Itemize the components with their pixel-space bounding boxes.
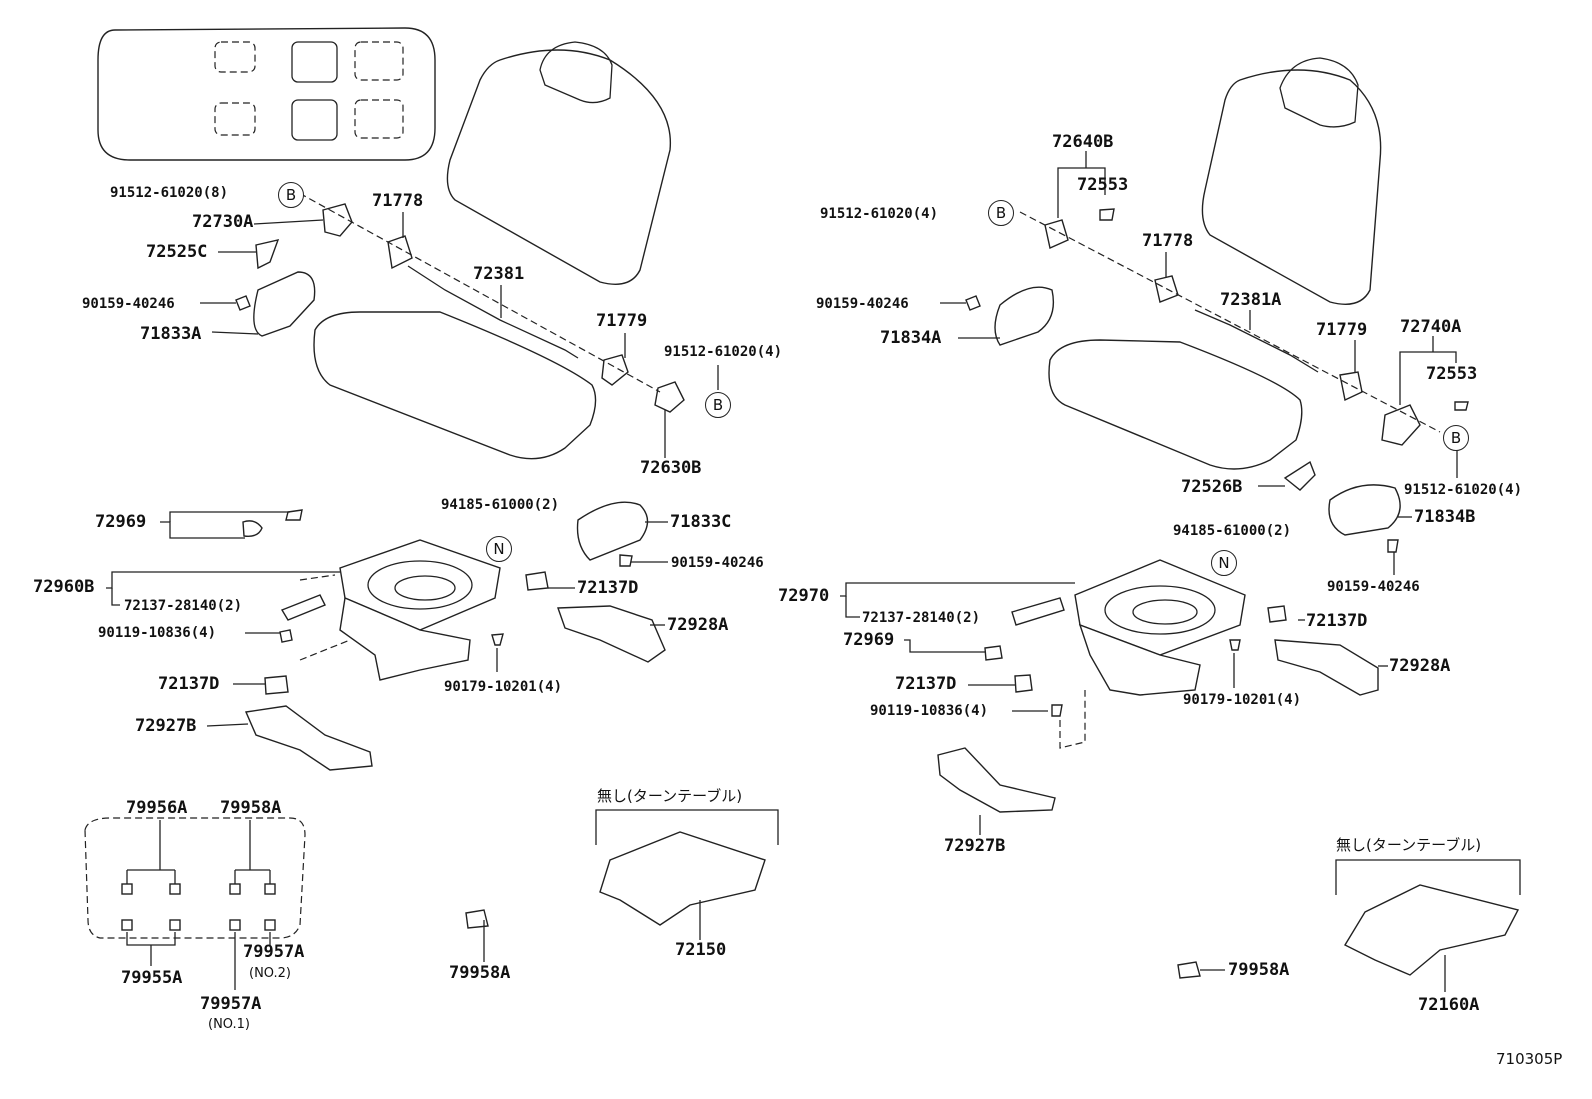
callout-code: N [493,540,505,558]
part-label: 72970 [778,586,830,606]
part-label: 90159-40246 [1327,579,1420,595]
part-label: 91512-61020(4) [664,344,783,360]
part-label: 90179-10201(4) [444,679,563,695]
part-label: 79956A [126,798,188,818]
part-label: 71779 [1316,320,1368,340]
part-label: 71834A [880,328,942,348]
vehicle-overview [97,27,436,161]
part-label: 90179-10201(4) [1183,692,1302,708]
part-label: 71833A [140,324,202,344]
part-label: 91512-61020(8) [110,185,229,201]
part-label: 72927B [944,836,1006,856]
part-label: 71833C [670,512,732,532]
part-label: 72553 [1077,175,1129,195]
right-seatback [1201,57,1382,305]
part-label: 79958A [1228,960,1290,980]
part-label: 90159-40246 [82,296,175,312]
part-label: 72526B [1181,477,1243,497]
part-label: 90159-40246 [671,555,764,571]
part-label: 79958A [449,963,511,983]
part-label: 79958A [220,798,282,818]
part-label: 72630B [640,458,702,478]
callout-n-marker: N [1211,550,1237,576]
right-turntable-box [1177,859,1521,979]
leader-lines [106,151,1458,992]
part-label: 90119-10836(4) [870,703,989,719]
part-label: 72137-28140(2) [862,610,981,626]
part-label: 94185-61000(2) [1173,523,1292,539]
part-label: 72553 [1426,364,1478,384]
part-label: 71779 [596,311,648,331]
part-label: 72640B [1052,132,1114,152]
callout-code: B [712,396,724,414]
part-note: (NO.1) [208,1017,250,1032]
callout-b-marker: B [1443,425,1469,451]
part-label: 72160A [1418,995,1480,1015]
part-label: 91512-61020(4) [820,206,939,222]
part-label: 71778 [1142,231,1194,251]
callout-b-marker: B [988,200,1014,226]
part-label: 72137D [158,674,220,694]
part-label: 71778 [372,191,424,211]
part-note: (NO.2) [249,966,291,981]
left-small-parts [235,187,685,771]
right-turntable [1011,559,1246,696]
part-label: 72525C [146,242,208,262]
part-label: 72381 [473,264,525,284]
part-label: 72137D [895,674,957,694]
part-label: 91512-61020(4) [1404,482,1523,498]
part-label: 79957A [243,942,305,962]
right-cushion [1048,339,1303,470]
left-cushion [313,311,597,460]
part-label: 90159-40246 [816,296,909,312]
part-label: 72960B [33,577,95,597]
left-sticker-panel [84,817,306,939]
part-label: 72740A [1400,317,1462,337]
part-label: 72969 [843,630,895,650]
right-small-parts [937,208,1469,813]
part-label: 79957A [200,994,262,1014]
figure-id: 710305P [1496,1050,1563,1068]
left-turntable [280,539,501,681]
callout-code: B [995,204,1007,222]
left-seatback [446,41,672,285]
part-label: 72381A [1220,290,1282,310]
no-turntable-note: 無し(ターンテーブル) [597,787,743,805]
part-label: 79955A [121,968,183,988]
callout-b-marker: B [705,392,731,418]
left-turntable-box [465,809,779,929]
part-label: 72969 [95,512,147,532]
part-label: 90119-10836(4) [98,625,217,641]
part-label: 72927B [135,716,197,736]
callout-code: N [1218,554,1230,572]
callout-code: B [1450,429,1462,447]
part-label: 94185-61000(2) [441,497,560,513]
part-label: 72137-28140(2) [124,598,243,614]
callout-n-marker: N [486,536,512,562]
callout-code: B [285,186,297,204]
part-label: 72137D [577,578,639,598]
part-label: 72730A [192,212,254,232]
part-label: 71834B [1414,507,1476,527]
part-label: 72137D [1306,611,1368,631]
no-turntable-note: 無し(ターンテーブル) [1336,836,1482,854]
callout-b-marker: B [278,182,304,208]
part-label: 72928A [1389,656,1451,676]
part-label: 72928A [667,615,729,635]
part-label: 72150 [675,940,727,960]
